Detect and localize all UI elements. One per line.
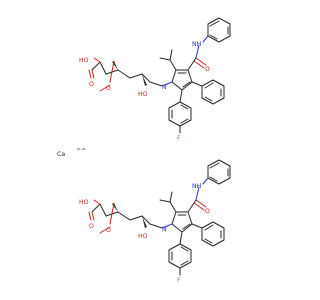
methoxy-oxygen-label: O xyxy=(106,227,111,234)
chain-bond xyxy=(99,203,107,217)
ring-phenyl-bond xyxy=(191,223,203,229)
amide-oxygen-label: O xyxy=(205,208,210,215)
carbonyl-ring-bond xyxy=(187,57,197,71)
co-double-bond xyxy=(195,57,207,66)
methoxy-methyl-bond xyxy=(99,84,111,92)
calcium-label: Ca xyxy=(57,151,65,158)
methoxy-bond xyxy=(109,60,115,83)
ring-phenyl-bond xyxy=(191,81,203,87)
methoxy-oxygen-label: O xyxy=(106,85,111,92)
n-chain-bond xyxy=(161,81,173,87)
chain-bond xyxy=(141,215,151,225)
amide-phenyl-ring xyxy=(207,17,231,43)
acid-oh-bond xyxy=(93,57,101,63)
anion-structure-bottom: HO O O HO N NH O F xyxy=(79,159,231,284)
aromatic-bond xyxy=(209,162,220,169)
chain-bond xyxy=(117,69,131,79)
acid-carbon-bond xyxy=(91,61,101,71)
c4-phenyl-ring xyxy=(201,221,225,247)
fluorine-label: F xyxy=(177,277,181,284)
anion-structure-top: HO O O HO N NH O F xyxy=(79,17,231,142)
aromatic-bond xyxy=(209,176,218,182)
amide-oxygen-label: O xyxy=(205,66,210,73)
acid-co-bond xyxy=(91,69,95,79)
amide-nh-label: NH xyxy=(192,41,202,48)
acid-carbonyl-oxygen-label: O xyxy=(89,81,94,88)
pyrrole-double-bond-2 xyxy=(182,81,191,88)
acid-co-bond-2 xyxy=(88,211,92,221)
acid-oh-bond xyxy=(93,199,101,205)
acid-carbon-bond xyxy=(91,203,101,213)
isopropyl-methyl-2 xyxy=(169,191,173,203)
stereo-wedge-oh xyxy=(142,216,147,228)
acid-carbonyl-oxygen-label: O xyxy=(89,223,94,230)
acid-hydroxyl-label: HO xyxy=(79,57,89,64)
fluorine-label: F xyxy=(177,135,181,142)
acid-co-bond xyxy=(91,211,95,221)
ring-fluorophenyl-bond xyxy=(179,89,183,103)
isopropyl-methyl-1 xyxy=(159,57,171,61)
co-double-bond xyxy=(195,199,207,208)
chain-bond xyxy=(99,61,107,75)
phenyl-nh-bond xyxy=(202,35,209,43)
chain-bond xyxy=(149,223,163,229)
pyrrole-ring xyxy=(171,211,193,233)
nh-carbonyl-bond xyxy=(195,44,200,59)
isopropyl-methyl-1 xyxy=(159,199,171,203)
n-chain-bond xyxy=(161,223,173,229)
amide-phenyl-ring xyxy=(207,159,231,185)
co-double-bond-2 xyxy=(193,202,205,211)
aromatic-bond xyxy=(180,260,189,266)
acid-hydroxyl-label: HO xyxy=(79,199,89,206)
aromatic-bond xyxy=(180,104,189,110)
aromatic-bond xyxy=(209,34,218,40)
structure-canvas: HO O O HO N NH O F Ca ^^ xyxy=(57,17,231,284)
pyrrole-ring xyxy=(171,69,193,91)
pyrrole-nitrogen-label: N xyxy=(162,84,167,91)
methoxy-bond xyxy=(109,202,115,225)
chain-bond xyxy=(141,73,151,83)
co-double-bond-2 xyxy=(193,60,205,69)
stereo-wedge-oh xyxy=(142,74,147,86)
molecule-drawing: HO O O HO N NH O F Ca ^^ xyxy=(57,17,231,284)
pyrrole-nitrogen-label: N xyxy=(162,226,167,233)
acid-co-bond-2 xyxy=(88,69,92,79)
aromatic-bond xyxy=(204,82,214,89)
isopropyl-methyl-2 xyxy=(169,49,173,61)
chain-bond xyxy=(149,81,163,87)
chain-bond xyxy=(129,215,143,221)
carbonyl-ring-bond xyxy=(187,199,197,213)
calcium-charge-label: ^^ xyxy=(76,148,86,155)
aromatic-bond xyxy=(209,20,220,27)
isopropyl-bond xyxy=(169,201,177,213)
isopropyl-bond xyxy=(169,59,177,71)
aromatic-bond xyxy=(180,118,189,124)
nh-carbonyl-bond xyxy=(195,186,200,201)
aromatic-bond xyxy=(204,238,213,244)
pyrrole-double-bond-2 xyxy=(182,223,191,230)
chain-bond xyxy=(117,211,131,221)
aromatic-bond xyxy=(204,224,214,231)
ring-fluorophenyl-bond xyxy=(179,231,183,245)
aromatic-bond xyxy=(180,246,189,252)
hydroxyl-label: HO xyxy=(138,233,148,240)
amide-nh-label: NH xyxy=(192,183,202,190)
aromatic-bond xyxy=(204,96,213,102)
hydroxyl-label: HO xyxy=(138,91,148,98)
c4-phenyl-ring xyxy=(201,79,225,105)
methoxy-methyl-bond xyxy=(99,226,111,234)
phenyl-nh-bond xyxy=(202,177,209,185)
chain-bond xyxy=(129,73,143,79)
